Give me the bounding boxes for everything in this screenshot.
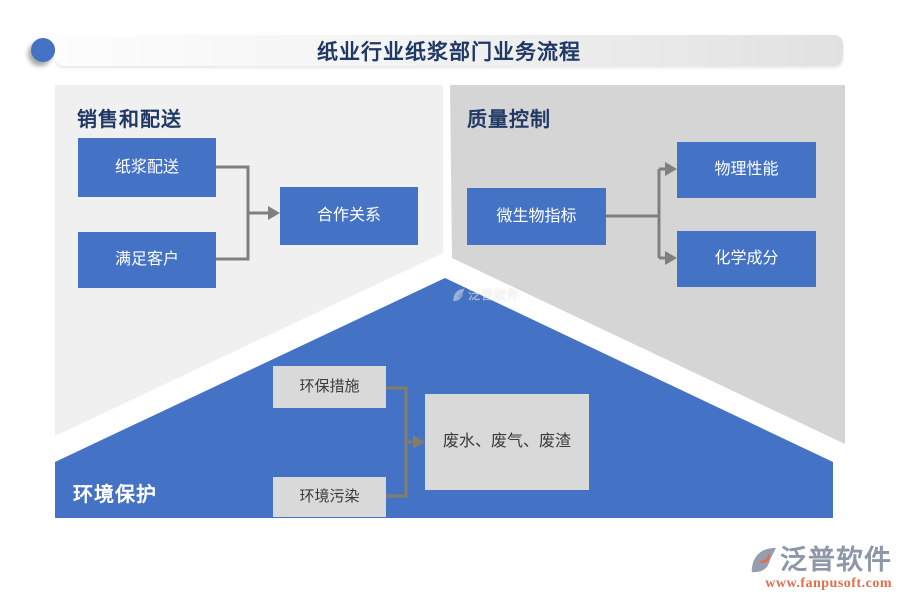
quality-arrowhead-chemical — [665, 251, 677, 265]
watermark-text: 泛普软件 — [468, 288, 521, 302]
fanpu-logo-icon — [751, 547, 776, 573]
page-title: 纸业行业纸浆部门业务流程 — [317, 39, 581, 64]
quality-section-heading: 质量控制 — [467, 109, 551, 131]
brand-url-link[interactable]: www.fanpusoft.com — [765, 576, 892, 591]
environment-section-heading: 环境保护 — [73, 484, 157, 506]
sales-arrowhead — [268, 206, 280, 220]
quality-arrowhead-physical — [665, 162, 677, 176]
node-cooperation: 合作关系 — [280, 187, 418, 245]
footer-brand: 泛普软件 www.fanpusoft.com — [732, 546, 892, 592]
node-environmental-measures: 环保措施 — [273, 366, 386, 408]
node-pulp-delivery: 纸浆配送 — [78, 138, 216, 197]
header-bullet-dot — [31, 38, 55, 62]
watermark-logo-icon — [453, 288, 465, 301]
sales-connectors — [216, 165, 268, 261]
node-microbial-indicators: 微生物指标 — [467, 188, 606, 245]
node-environmental-pollution: 环境污染 — [273, 477, 386, 517]
brand-name: 泛普软件 — [780, 544, 892, 575]
node-satisfy-customers: 满足客户 — [78, 232, 216, 288]
node-waste-outputs: 废水、废气、废渣 — [425, 394, 589, 490]
sales-section-heading: 销售和配送 — [77, 109, 182, 131]
environment-connectors — [386, 386, 414, 498]
apex-watermark: 泛普软件 — [452, 286, 520, 303]
node-physical-properties: 物理性能 — [677, 142, 816, 198]
title-bar: 纸业行业纸浆部门业务流程 — [55, 35, 843, 66]
environment-arrowhead — [413, 435, 425, 449]
quality-connectors — [606, 167, 666, 260]
node-chemical-composition: 化学成分 — [677, 231, 816, 287]
